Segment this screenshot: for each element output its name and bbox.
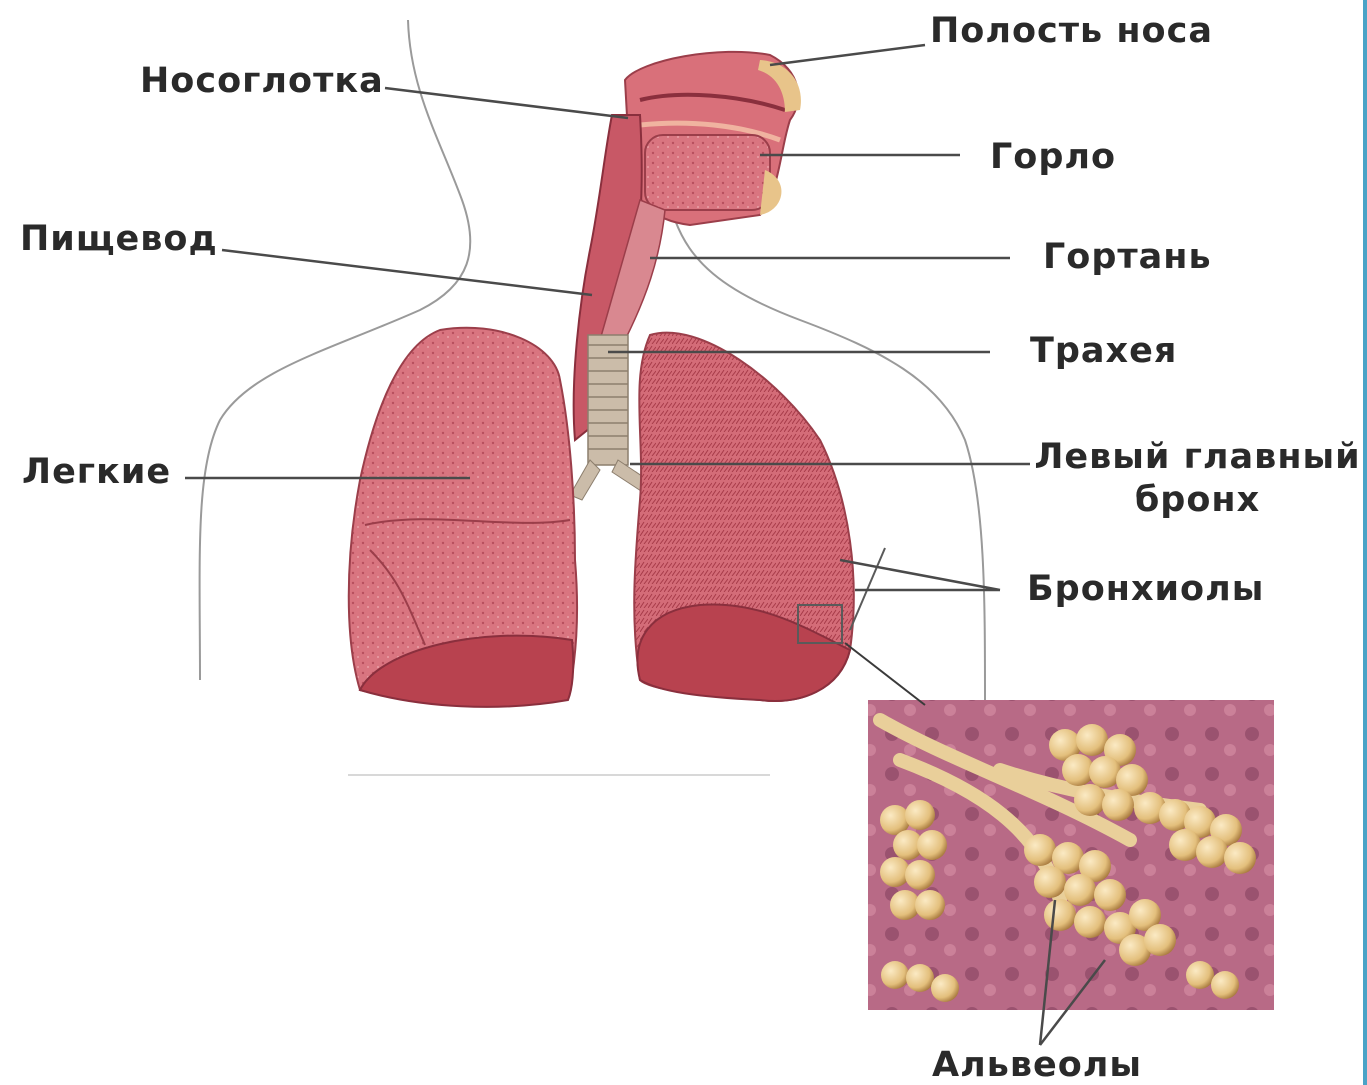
label-bronchioles: Бронхиолы [1027,572,1264,607]
label-alveoli: Альвеолы [932,1048,1142,1083]
alveoli-cluster-illustration [845,643,1274,1010]
leader-nasal-cavity [770,45,925,65]
label-esophagus: Пищевод [20,222,218,257]
trachea-rings [588,335,628,465]
label-larynx: Гортань [1043,240,1212,275]
label-left-main-bronchus-line2: бронх [1030,483,1365,518]
label-nasopharynx: Носоглотка [140,64,384,99]
label-left-main-bronchus: Левый главный бронх [1030,440,1365,518]
label-lungs: Легкие [22,455,171,490]
leader-bronchioles [840,560,1000,590]
leader-esophagus [222,250,592,295]
label-left-main-bronchus-line1: Левый главный [1030,440,1365,475]
leader-nasopharynx [385,88,628,118]
label-nasal-cavity: Полость носа [930,14,1213,49]
label-trachea: Трахея [1030,334,1177,369]
label-throat: Горло [990,140,1116,175]
right-edge-accent [1363,0,1367,1085]
